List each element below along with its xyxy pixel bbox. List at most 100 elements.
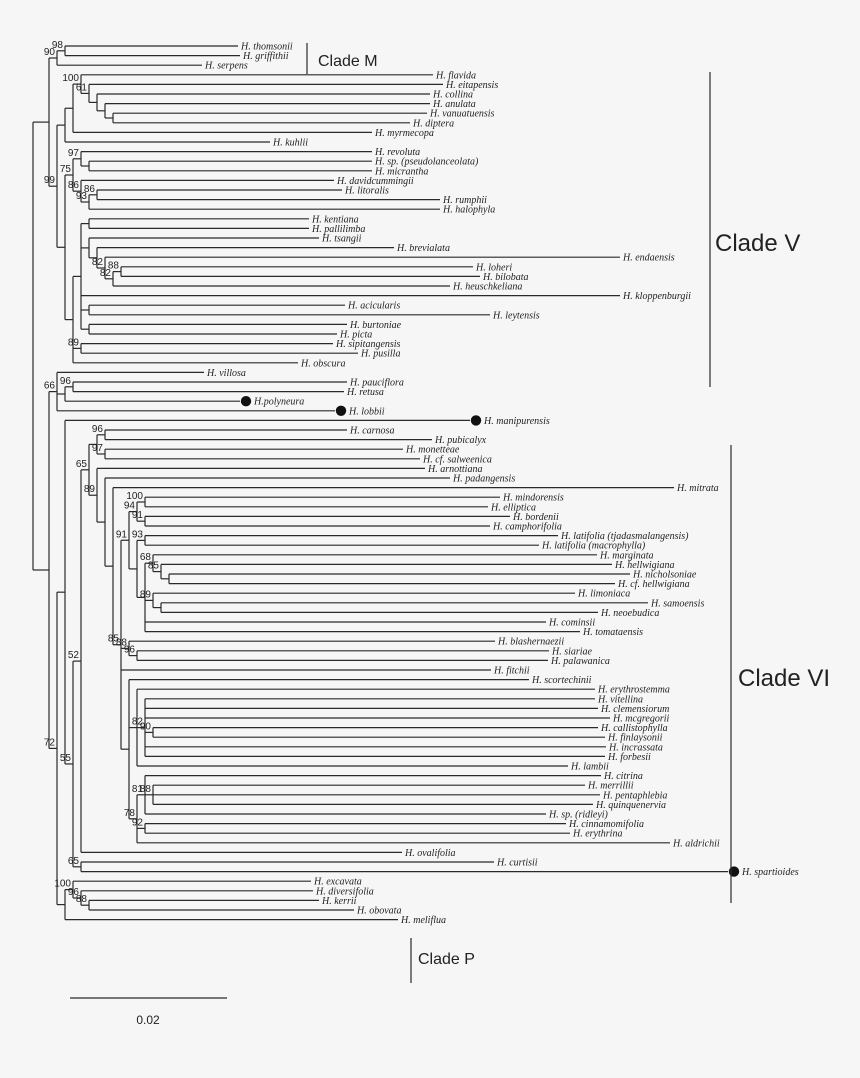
clade-vi-label: Clade VI [738, 665, 830, 692]
clade-m-marker: Clade M [306, 43, 378, 74]
taxon-h-brevialata: H. brevialata [396, 243, 450, 254]
taxon-h-latifolia-macrophylla: H. latifolia (macrophylla) [541, 541, 646, 552]
bootstrap-value: 86 [84, 184, 96, 195]
taxon-h-rumphii: H. rumphii [442, 195, 487, 206]
taxon-h-erythrina: H. erythrina [572, 829, 622, 840]
bootstrap-value: 100 [54, 879, 71, 890]
taxon-h-callistophylla: H. callistophylla [600, 723, 668, 734]
taxon-h-halophyla: H. halophyla [442, 205, 495, 216]
clade-m-label: Clade M [318, 53, 378, 70]
bootstrap-value: 55 [60, 753, 72, 764]
taxon-h-pubicalyx: H. pubicalyx [434, 435, 487, 446]
taxon-h-cf-salweenica: H. cf. salweenica [422, 454, 492, 465]
bootstrap-value: 88 [108, 261, 120, 272]
clade-vi-marker: Clade VI [730, 445, 830, 903]
bootstrap-value: 96 [92, 424, 104, 435]
taxon-marker-dot [335, 405, 347, 416]
taxon-h-tomataensis: H. tomataensis [582, 627, 643, 638]
bootstrap-value: 90 [44, 47, 56, 58]
taxon-h-arnottiana: H. arnottiana [427, 464, 482, 475]
taxon-h-kloppenburgii: H. kloppenburgii [622, 291, 691, 302]
bootstrap-value: 96 [124, 645, 136, 656]
taxon-h-obscura: H. obscura [300, 358, 345, 369]
bootstrap-value: 61 [76, 82, 88, 93]
clade-p-marker: Clade P [410, 938, 475, 983]
bootstrap-value: 75 [60, 164, 72, 175]
taxon-h-siariae: H. siariae [551, 646, 593, 657]
taxon-h-burtoniae: H. burtoniae [349, 320, 402, 331]
bootstrap-value: 97 [92, 443, 104, 454]
taxon-marker-dot [470, 415, 482, 426]
taxon-h-thomsonii: H. thomsonii [240, 42, 293, 53]
bootstrap-value: 100 [62, 73, 79, 84]
taxon-h-clemensiorum: H. clemensiorum [600, 704, 669, 715]
taxon-h-manipurensis: H. manipurensis [483, 416, 550, 427]
taxon-h-hellwigiana: H. hellwigiana [614, 560, 674, 571]
bootstrap-value: 94 [124, 501, 136, 512]
bootstrap-value: 89 [68, 337, 80, 348]
taxon-h-pallilimba: H. pallilimba [311, 224, 365, 235]
taxon-h-pentaphlebia: H. pentaphlebia [602, 790, 667, 801]
taxon-h-lambii: H. lambii [570, 762, 609, 773]
bootstrap-value: 96 [68, 887, 80, 898]
taxon-h-latifolia-tjadasmalangensis: H. latifolia (tjadasmalangensis) [560, 531, 689, 542]
taxon-h-aldrichii: H. aldrichii [672, 838, 720, 849]
bootstrap-value: 52 [68, 650, 80, 661]
taxon-h-excavata: H. excavata [313, 877, 362, 888]
bootstrap-value: 99 [44, 175, 56, 186]
taxon-h-retusa: H. retusa [346, 387, 384, 398]
taxon-h-limoniaca: H. limoniaca [577, 589, 630, 600]
taxon-h-erythrostemma: H. erythrostemma [597, 685, 670, 696]
bootstrap-value: 82 [92, 257, 104, 268]
taxon-h-marginata: H. marginata [599, 550, 654, 561]
taxon-h-pusilla: H. pusilla [360, 349, 400, 360]
taxon-h-scortechinii: H. scortechinii [531, 675, 592, 686]
taxon-h-revoluta: H. revoluta [374, 147, 420, 158]
taxon-h-sp-ridleyi: H. sp. (ridleyi) [548, 810, 609, 821]
taxon-h-neoebudica: H. neoebudica [600, 608, 659, 619]
taxon-h-pauciflora: H. pauciflora [349, 378, 404, 389]
taxon-h-myrmecopa: H. myrmecopa [374, 128, 434, 139]
bootstrap-value: 81 [132, 784, 144, 795]
scale-bar: 0.02 [70, 997, 227, 1027]
bootstrap-value: 82 [100, 268, 112, 279]
taxon-h-camphorifolia: H. camphorifolia [492, 522, 562, 533]
taxon-h-davidcummingii: H. davidcummingii [336, 176, 414, 187]
bootstrap-value: 85 [108, 634, 120, 645]
taxon-h-cinnamomifolia: H. cinnamomifolia [568, 819, 644, 830]
bootstrap-value: 68 [140, 552, 152, 563]
taxon-h-blashernaezii: H. blashernaezii [497, 637, 564, 648]
bootstrap-value: 72 [44, 737, 56, 748]
bootstrap-value: 65 [68, 856, 80, 867]
bootstrap-value: 88 [116, 637, 128, 648]
taxon-h-loheri: H. loheri [475, 262, 512, 273]
taxon-h-mitrata: H. mitrata [676, 483, 719, 494]
taxon-h-finlaysonii: H. finlaysonii [607, 733, 663, 744]
bootstrap-value: 96 [60, 376, 72, 387]
bootstrap-value: 90 [140, 721, 152, 732]
bootstrap-value: 91 [116, 529, 128, 540]
taxon-h-tsangii: H. tsangii [321, 234, 362, 245]
taxon-h-flavida: H. flavida [435, 70, 476, 81]
taxon-h-picta: H. picta [339, 330, 372, 341]
taxon-marker-dot [728, 866, 740, 877]
clade-v-label: Clade V [715, 230, 800, 257]
taxon-h-citrina: H. citrina [603, 771, 643, 782]
taxon-h-ovalifolia: H. ovalifolia [404, 848, 456, 859]
taxon-h-polyneura: H.polyneura [253, 397, 304, 408]
taxon-h-nicholsoniae: H. nicholsoniae [632, 570, 697, 581]
taxon-h-villosa: H. villosa [206, 368, 246, 379]
taxon-h-eitapensis: H. eitapensis [445, 80, 498, 91]
taxon-h-kuhlii: H. kuhlii [272, 138, 308, 149]
bootstrap-value: 100 [126, 491, 143, 502]
taxon-h-diversifolia: H. diversifolia [315, 886, 374, 897]
clade-v-marker: Clade V [709, 72, 800, 387]
taxon-h-curtisii: H. curtisii [496, 858, 538, 869]
taxon-h-elliptica: H. elliptica [490, 502, 536, 513]
bootstrap-value: 93 [76, 191, 88, 202]
taxon-marker-dot [240, 396, 252, 407]
taxon-h-griffithii: H. griffithii [242, 51, 289, 62]
bootstrap-value: 88 [140, 784, 152, 795]
taxon-h-meliflua: H. meliflua [400, 915, 446, 926]
